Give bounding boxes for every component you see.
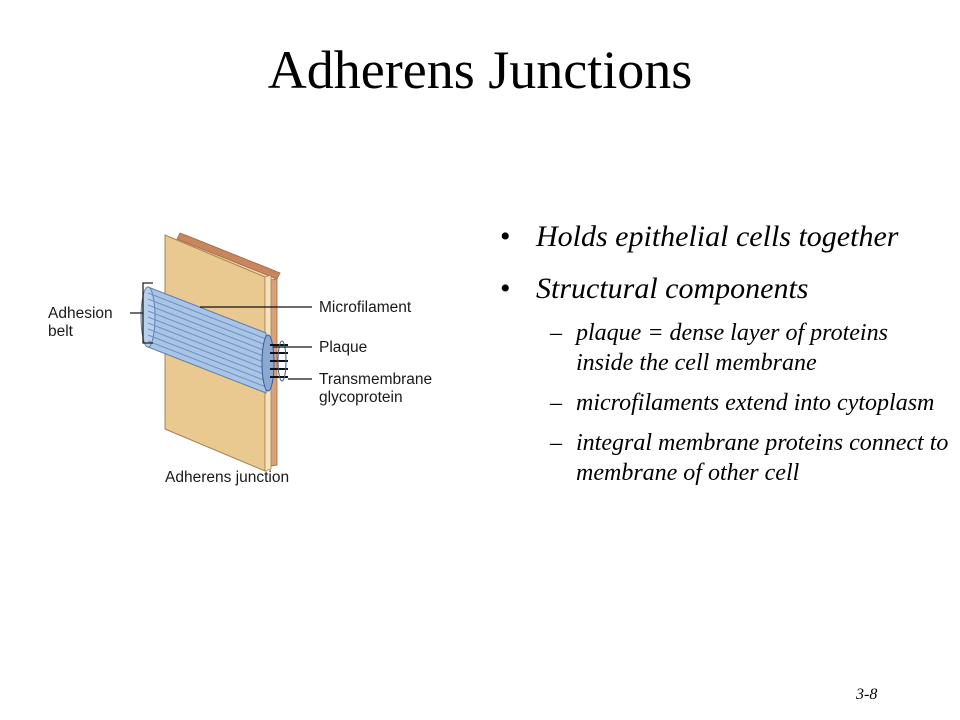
transmembrane-label-1: Transmembrane — [319, 371, 433, 388]
bullet-item: • Structural components — [500, 270, 950, 308]
transmembrane-ticks — [270, 344, 288, 378]
bullet-text: Holds epithelial cells together — [536, 220, 899, 253]
dash-mark: – — [550, 390, 562, 416]
figure-caption: Adherens junction — [165, 469, 290, 486]
bullet-item: • Holds epithelial cells together — [500, 218, 950, 256]
belt-stripes — [147, 292, 267, 388]
sub-bullet-text: plaque = dense layer of proteins inside … — [576, 320, 888, 376]
dash-mark: – — [550, 320, 562, 346]
junction-illustration — [130, 232, 312, 472]
bullet-mark: • — [500, 272, 511, 305]
plaque — [261, 334, 275, 392]
sub-bullet-text: integral membrane proteins connect to me… — [576, 430, 949, 486]
bullet-text: Structural components — [536, 272, 809, 305]
dash-mark: – — [550, 430, 562, 456]
membrane-edge — [176, 232, 281, 280]
outer-plaque — [277, 340, 287, 382]
bullet-mark: • — [500, 220, 511, 253]
sub-bullet-text: microfilaments extend into cytoplasm — [576, 390, 935, 416]
slide-title: Adherens Junctions — [267, 40, 693, 100]
bullet-list: • Holds epithelial cells together • Stru… — [500, 218, 950, 498]
sub-bullet-item: – microfilaments extend into cytoplasm — [500, 388, 950, 418]
adhesion-belt-label-1: Adhesion — [48, 305, 113, 322]
plaque-label: Plaque — [319, 339, 368, 356]
adherens-junction-diagram: Adhesion belt Microfilament Plaque Trans… — [30, 215, 470, 505]
adhesion-belt-label-2: belt — [48, 323, 73, 340]
transmembrane-label-2: glycoprotein — [319, 389, 403, 406]
sub-bullet-item: – integral membrane proteins connect to … — [500, 428, 950, 488]
slide-number: 3-8 — [856, 686, 878, 703]
microfilament-label: Microfilament — [319, 299, 412, 316]
sub-bullet-item: – plaque = dense layer of proteins insid… — [500, 318, 950, 378]
